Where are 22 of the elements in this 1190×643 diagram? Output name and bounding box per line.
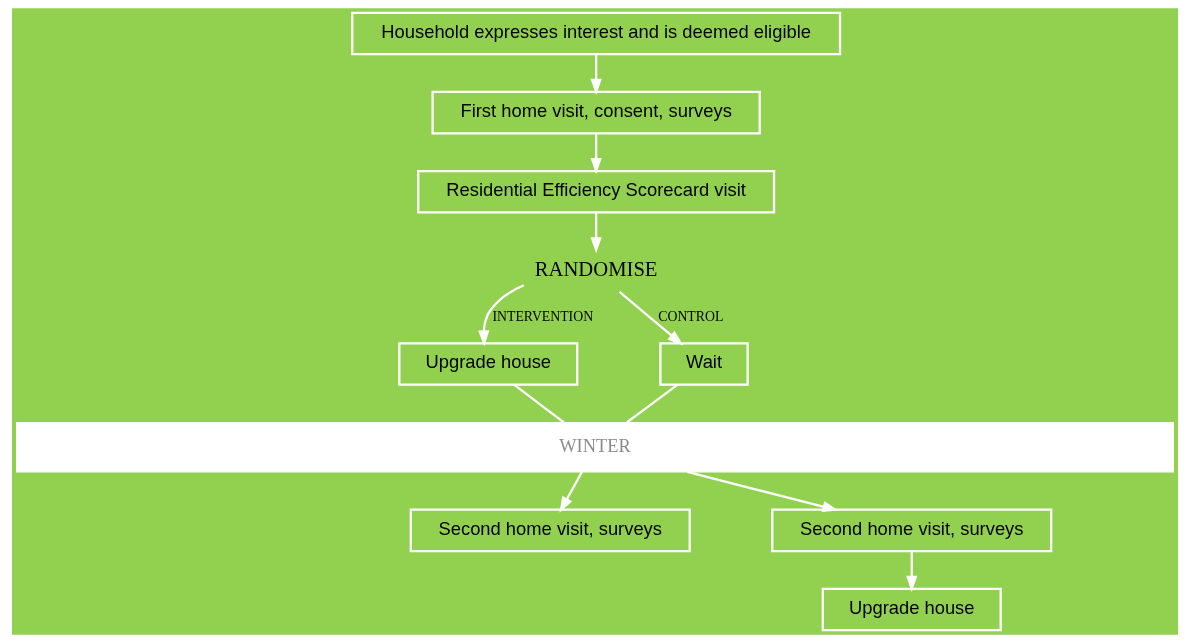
arrow xyxy=(590,133,602,175)
edge-label: INTERVENTION xyxy=(492,309,594,325)
node-box: Upgrade house xyxy=(821,587,1002,632)
node-box: Residential Efficiency Scorecard visit xyxy=(417,170,776,214)
node-box: Second home visit, surveys xyxy=(409,508,691,553)
arrow xyxy=(687,470,839,512)
node-box: Second home visit, surveys xyxy=(771,508,1053,553)
node-box: Household expresses interest and is deemed eligible xyxy=(351,11,842,56)
arrow xyxy=(590,54,602,95)
connector xyxy=(513,383,565,424)
node-box: Wait xyxy=(659,342,749,386)
node-box: Upgrade house xyxy=(398,342,579,386)
arrow xyxy=(618,290,684,346)
arrow xyxy=(478,284,525,347)
node-text: RANDOMISE xyxy=(534,258,658,281)
arrow xyxy=(590,212,602,254)
arrow xyxy=(559,471,583,513)
connector xyxy=(626,383,679,424)
node-box: WINTER xyxy=(16,421,1174,473)
arrow xyxy=(906,551,918,592)
edge-label: CONTROL xyxy=(658,309,724,325)
node-box: First home visit, consent, surveys xyxy=(431,90,761,135)
